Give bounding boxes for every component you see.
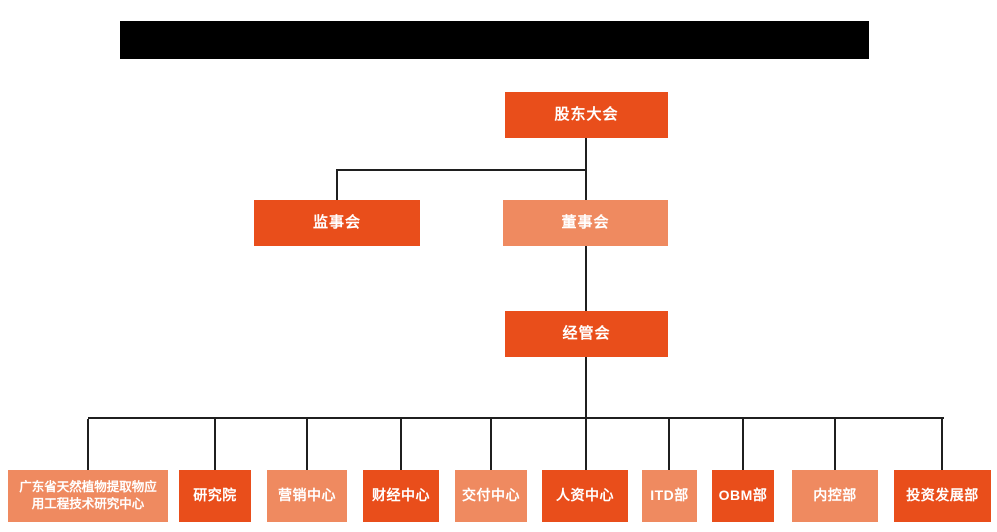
org-node-investment-development-dept: 投资发展部 — [894, 470, 991, 522]
connector-drop-institute — [214, 419, 216, 470]
org-node-label: 研究院 — [193, 487, 237, 504]
org-node-institute: 研究院 — [179, 470, 251, 522]
org-node-label: 股东大会 — [554, 105, 619, 123]
connector-management-down — [585, 357, 587, 470]
org-node-finance-center: 财经中心 — [363, 470, 439, 522]
org-node-label: 董事会 — [561, 213, 610, 231]
connector-departments-horizontal — [88, 417, 944, 419]
org-node-internal-control-dept: 内控部 — [792, 470, 878, 522]
connector-drop-delivery — [490, 419, 492, 470]
org-node-obm-dept: OBM部 — [712, 470, 774, 522]
org-node-label: 交付中心 — [462, 487, 520, 504]
org-node-label: 经管会 — [562, 324, 611, 342]
org-node-label: 投资发展部 — [906, 487, 979, 504]
connector-drop-obm — [742, 419, 744, 470]
connector-drop-itd — [668, 419, 670, 470]
connector-drop-marketing — [306, 419, 308, 470]
org-node-label: 营销中心 — [278, 487, 336, 504]
org-node-supervisory-board: 监事会 — [254, 200, 420, 246]
org-node-management-committee: 经管会 — [505, 311, 668, 357]
org-node-label: 内控部 — [813, 487, 857, 504]
org-node-label: 财经中心 — [372, 487, 430, 504]
org-node-research-center: 广东省天然植物提取物应用工程技术研究中心 — [8, 470, 168, 522]
org-node-shareholders-meeting: 股东大会 — [505, 92, 668, 138]
org-node-delivery-center: 交付中心 — [455, 470, 527, 522]
org-node-label: ITD部 — [650, 487, 689, 504]
connector-supervisory-drop — [336, 171, 338, 200]
org-node-label: 监事会 — [312, 213, 361, 231]
connector-drop-research-center — [87, 419, 89, 470]
connector-branch-horizontal — [336, 169, 587, 171]
connector-drop-finance — [400, 419, 402, 470]
org-node-itd-dept: ITD部 — [642, 470, 697, 522]
org-node-label: OBM部 — [718, 487, 768, 504]
connector-board-to-management — [585, 246, 587, 311]
org-node-label: 广东省天然植物提取物应用工程技术研究中心 — [19, 480, 157, 511]
connector-drop-internal-control — [834, 419, 836, 470]
org-node-label: 人资中心 — [556, 487, 614, 504]
connector-drop-investment — [941, 419, 943, 470]
org-node-board-of-directors: 董事会 — [503, 200, 668, 246]
redacted-title-bar — [120, 21, 869, 59]
org-node-hr-center: 人资中心 — [542, 470, 628, 522]
org-node-marketing-center: 营销中心 — [267, 470, 347, 522]
